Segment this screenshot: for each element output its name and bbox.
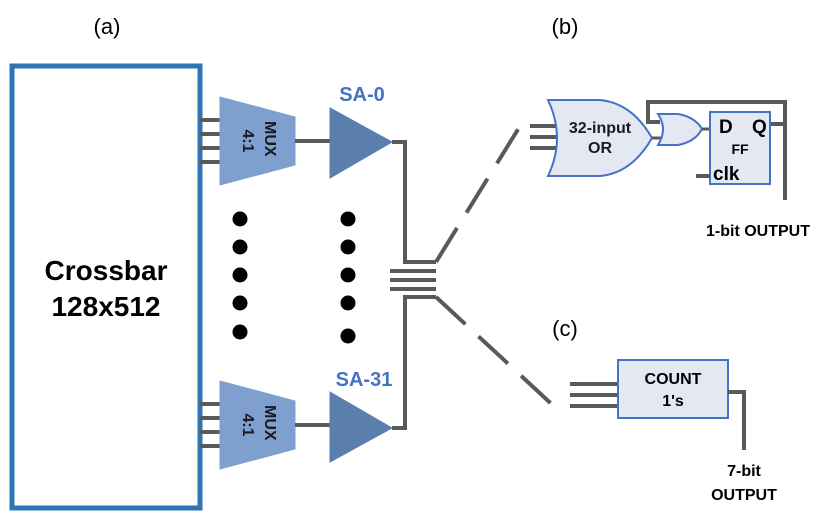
sense-amp-bottom-label: SA-31: [336, 369, 393, 391]
crossbar-border: [9, 63, 203, 511]
ff-q-label: Q: [752, 117, 767, 138]
ff-clk-label: clk: [713, 164, 740, 185]
feedback-loop-wire: [646, 100, 787, 126]
small-or-gate-shape: [656, 113, 704, 146]
sense-amp-top-label: SA-0: [339, 84, 385, 106]
panel-label-a: (a): [94, 14, 121, 39]
dashed-connector-to-counter: [434, 295, 560, 412]
ff-label: FF: [731, 141, 749, 157]
or-gate-shape: [546, 99, 654, 177]
sense-amp-top: SA-0: [329, 84, 394, 179]
bus-lines: [390, 269, 436, 291]
seven-bit-output-label-line1: 7-bit: [727, 463, 761, 480]
panel-label-c: (c): [552, 316, 578, 341]
counter-box: [617, 359, 729, 419]
crossbar-label-line2: 128x512: [51, 291, 160, 322]
sa-output-wires: [392, 140, 436, 430]
mux-bottom: MUX 4:1: [200, 380, 296, 470]
mux-top-shape: [219, 96, 296, 186]
panel-label-b: (b): [552, 14, 579, 39]
or-gate-32-input: 32-input OR: [530, 99, 654, 177]
sense-amp-top-shape: [329, 107, 394, 179]
ellipsis-dots-left: [232, 211, 248, 340]
or-gate-label-line1: 32-input: [569, 120, 632, 137]
one-bit-output-label: 1-bit OUTPUT: [706, 223, 810, 240]
or-gate-label-line2: OR: [588, 140, 612, 157]
mux-bottom-shape: [219, 380, 296, 470]
counter-label-line1: COUNT: [645, 371, 702, 388]
seven-bit-output-label-line2: OUTPUT: [711, 487, 777, 504]
dashed-connector-to-or: [434, 116, 527, 264]
crossbar-block: Crossbar 128x512: [9, 63, 203, 511]
ellipsis-dots-right: [340, 211, 356, 344]
counter-label-line2: 1's: [662, 393, 684, 410]
ff-d-label: D: [719, 117, 733, 138]
crossbar-label-line1: Crossbar: [45, 255, 168, 286]
flip-flop-box: [709, 111, 771, 185]
sense-amp-bottom: SA-31: [329, 369, 394, 463]
sense-amp-bottom-shape: [329, 391, 394, 463]
counter-block: COUNT 1's: [617, 359, 729, 419]
flip-flop: D Q FF clk: [709, 111, 771, 185]
seven-bit-output-wire: [728, 390, 746, 450]
counter-input-wires: [570, 382, 618, 408]
mux-bottom-label: MUX 4:1: [239, 405, 278, 445]
mux-top-label: MUX 4:1: [239, 121, 278, 161]
mux-top: MUX 4:1: [200, 96, 296, 186]
